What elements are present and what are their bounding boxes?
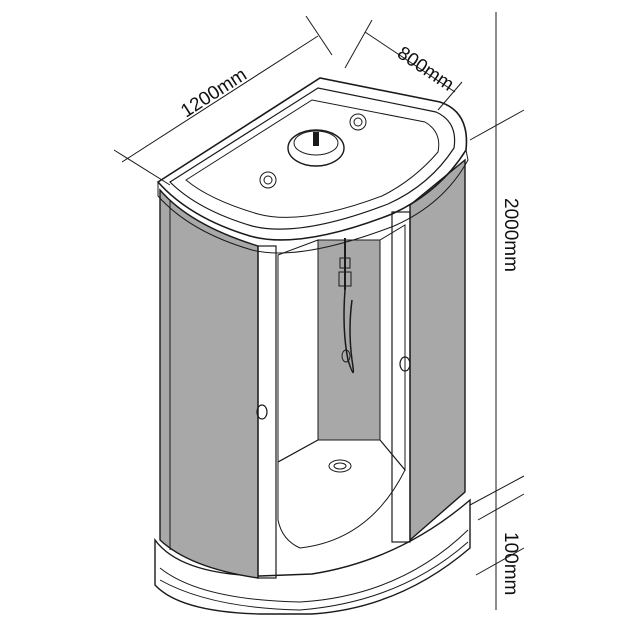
- drain-inner-icon: [333, 462, 347, 470]
- glass-panel-right: [391, 158, 466, 543]
- drain-icon: [328, 459, 352, 473]
- dimension-line-depth: [364, 31, 456, 93]
- right-door-frame: [391, 211, 411, 543]
- right-door-handle-icon: [399, 356, 411, 372]
- extension-line-tray-bottom: [475, 547, 525, 576]
- mixer-valve-icon: [338, 271, 352, 287]
- dimension-line-length: [121, 35, 319, 163]
- left-door-frame: [257, 245, 277, 579]
- back-wall-left: [277, 239, 319, 463]
- cabin-roof: [156, 77, 469, 254]
- extension-line-height-top: [469, 109, 525, 141]
- tray-lower-rim: [159, 541, 469, 611]
- roof-edge: [157, 149, 469, 254]
- extension-line-height-bottom: [469, 475, 525, 506]
- dimension-label-tray-height: 100mm: [500, 532, 521, 595]
- hand-shower-icon: [341, 349, 351, 363]
- roof-outer: [156, 77, 468, 241]
- inner-floor: [277, 439, 406, 549]
- tray-inner-rim: [159, 529, 469, 603]
- shower-hose: [343, 289, 355, 374]
- dimension-tray-height: 100mm: [475, 493, 525, 595]
- mixer-upper-icon: [339, 257, 351, 269]
- glass-panel-left: [159, 188, 277, 579]
- extension-line-length-left: [113, 149, 171, 186]
- roof-rim: [169, 87, 456, 230]
- back-panel: [317, 239, 381, 441]
- extension-line-depth-left: [344, 19, 373, 69]
- fan-cover-icon: [293, 130, 339, 156]
- dimension-height: 2000mm: [469, 12, 525, 610]
- light-left-icon: [259, 171, 277, 189]
- right-glass: [409, 158, 466, 542]
- left-door-handle-icon: [256, 404, 268, 420]
- dimension-label-height: 2000mm: [500, 198, 521, 272]
- roof-inner: [185, 99, 440, 218]
- shower-column: [338, 238, 355, 374]
- cabin-back: [277, 224, 406, 549]
- extension-line-tray-top: [477, 493, 525, 521]
- light-right-icon: [349, 113, 367, 131]
- dimension-label-depth: 800mm: [393, 43, 457, 96]
- fan-housing-icon: [287, 129, 345, 167]
- dimension-label-length: 1200mm: [177, 64, 250, 122]
- fan-knob-icon: [313, 132, 319, 146]
- extension-line-length-right: [305, 15, 333, 56]
- left-glass: [159, 188, 259, 579]
- extension-line-depth-right: [437, 81, 463, 111]
